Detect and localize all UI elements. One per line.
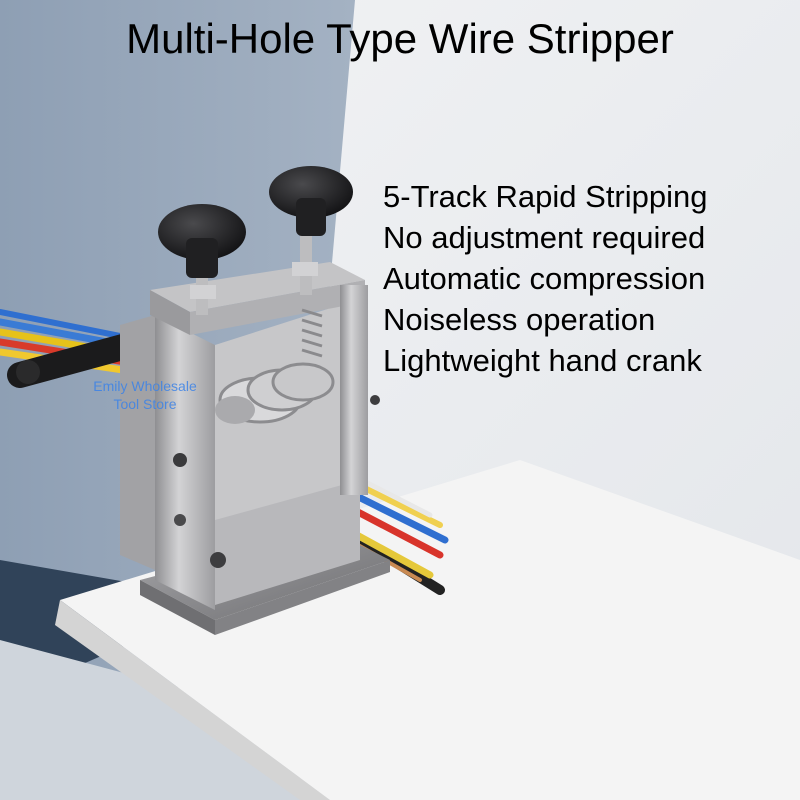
store-watermark: Emily Wholesale Tool Store (55, 377, 235, 413)
watermark-line: Tool Store (113, 396, 177, 412)
feature-item: Noiseless operation (383, 302, 656, 337)
feature-item: Lightweight hand crank (383, 343, 702, 378)
feature-item: Automatic compression (383, 261, 706, 296)
feature-list: 5-Track Rapid Stripping No adjustment re… (383, 176, 708, 381)
watermark-line: Emily Wholesale (93, 378, 197, 394)
page-title: Multi-Hole Type Wire Stripper (126, 15, 674, 62)
feature-item: 5-Track Rapid Stripping (383, 179, 708, 214)
feature-item: No adjustment required (383, 220, 706, 255)
